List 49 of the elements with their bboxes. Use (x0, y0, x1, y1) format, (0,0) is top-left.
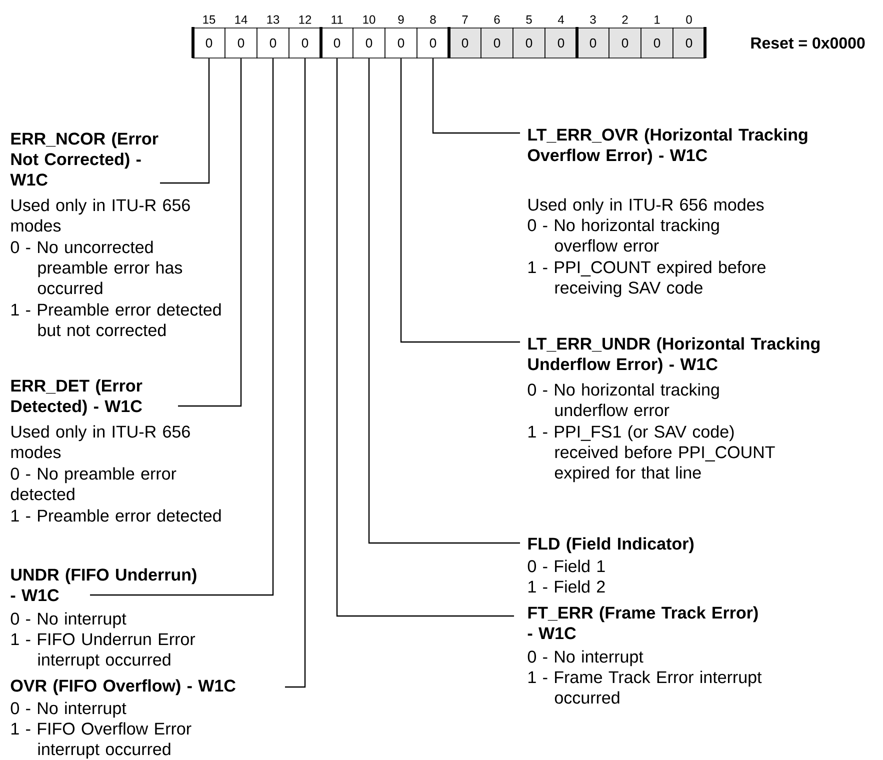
bit-number: 4 (558, 16, 564, 24)
leader-line (336, 58, 514, 617)
field-description: ERR_DET (Error Detected) - W1C Used only in ITU-R 656 modes 0 - No preamble error detected 1 - Preamble error detected (10, 379, 221, 522)
reset-value-label: Reset = 0x0000 (751, 37, 865, 49)
leader-line (400, 58, 520, 343)
leader-line (160, 58, 210, 184)
field-description: UNDR (FIFO Underrun) - W1C 0 - No interrupt 1 - FIFO Underrun Error interrupt occurred (10, 568, 196, 670)
field-description: FT_ERR (Frame Track Error) - W1C 0 - No interrupt 1 - Frame Track Error interrupt occurred (528, 606, 762, 704)
bit-number: 3 (590, 15, 596, 24)
bit-cell: 0 (256, 28, 290, 58)
bit-number: 15 (203, 15, 216, 24)
bit-number: 11 (332, 16, 343, 24)
bit-number: 13 (267, 15, 280, 24)
field-description: OVR (FIFO Overflow) - W1C 0 - No interrupt 1 - FIFO Overflow Error interrupt occurred (10, 679, 236, 759)
field-description: LT_ERR_OVR (Horizontal Tracking Overflow Error) - W1C Used only in ITU-R 656 modes 0 - No horizontal tracking overflow error 1 - PPI_COUNT expired before receiving SAV code (528, 128, 808, 298)
leader-line (368, 58, 520, 544)
bit-number: 14 (235, 16, 248, 24)
field-description: ERR_NCOR (Error Not Corrected) - W1C Used only in ITU-R 656 modes 0 - No uncorrected preamble error has occurred 1 - Preamble error detected but not corrected (10, 132, 221, 336)
field-description: LT_ERR_UNDR (Horizontal Tracking Underflow Error) - W1C 0 - No horizontal tracking underflow error 1 - PPI_FS1 (or SAV code) received before PPI_COUNT expired for that line (528, 337, 820, 482)
bit-cell: 0 (320, 28, 354, 58)
bit-number: 8 (430, 15, 436, 24)
bit-number: 1 (654, 16, 660, 24)
bit-cell: 0 (448, 28, 482, 58)
bit-cell: 0 (608, 28, 642, 58)
leader-line (90, 58, 274, 596)
bit-number: 6 (494, 15, 500, 24)
bit-cell: 0 (288, 28, 322, 58)
leader-line (285, 58, 306, 688)
bit-number: 10 (363, 15, 376, 24)
bit-cell: 0 (640, 28, 674, 58)
bit-number: 2 (622, 15, 628, 24)
bit-number: 5 (526, 15, 532, 24)
bit-cell: 0 (544, 28, 578, 58)
bit-cell: 0 (480, 28, 514, 58)
bit-number: 9 (398, 15, 404, 24)
bit-cell: 0 (672, 28, 706, 58)
bit-number: 12 (299, 15, 312, 24)
leader-line (178, 58, 242, 407)
bit-number: 0 (686, 15, 692, 24)
leader-line (432, 58, 520, 134)
bit-cell: 0 (384, 28, 418, 58)
bit-cell: 0 (352, 28, 386, 58)
bit-cell: 0 (224, 28, 258, 58)
bit-cell: 0 (416, 28, 450, 58)
field-description: FLD (Field Indicator) 0 - Field 1 1 - Field 2 (528, 537, 694, 593)
bit-cell: 0 (192, 28, 226, 58)
bit-cell: 0 (512, 28, 546, 58)
bit-number: 7 (462, 16, 468, 24)
bit-cell: 0 (576, 28, 610, 58)
